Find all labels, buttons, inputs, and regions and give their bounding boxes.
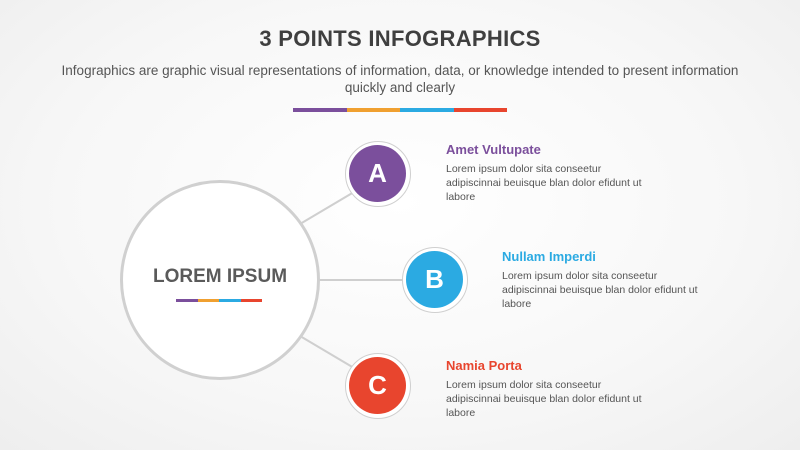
item-c-title: Namia Porta [446,358,522,373]
node-a-letter: A [349,145,406,202]
item-a-title: Amet Vultupate [446,142,541,157]
central-hub-circle [120,180,320,380]
node-c: C [345,353,411,419]
hub-underline [176,299,262,302]
hub-underline-segment-purple [176,299,198,302]
node-a: A [345,141,411,207]
node-b: B [402,247,468,313]
hub-underline-segment-red [240,299,262,302]
item-c-description: Lorem ipsum dolor sita conseetur adipisc… [446,379,642,419]
item-b-description: Lorem ipsum dolor sita conseetur adipisc… [502,270,698,310]
connector-line-a [299,191,355,225]
underline-segment-red [453,108,507,112]
connector-line-c [299,335,355,369]
title-underline [293,108,507,112]
hub-underline-segment-blue [219,299,241,302]
hub-label: LOREM IPSUM [152,266,288,287]
node-c-letter: C [349,357,406,414]
hub-underline-segment-orange [197,299,219,302]
item-b-title: Nullam Imperdi [502,249,596,264]
page-subtitle: Infographics are graphic visual represen… [61,63,739,95]
underline-segment-blue [400,108,454,112]
underline-segment-orange [346,108,400,112]
item-a-description: Lorem ipsum dolor sita conseetur adipisc… [446,163,642,203]
underline-segment-purple [293,108,347,112]
node-b-letter: B [406,251,463,308]
page-title: 3 POINTS INFOGRAPHICS [259,26,541,51]
